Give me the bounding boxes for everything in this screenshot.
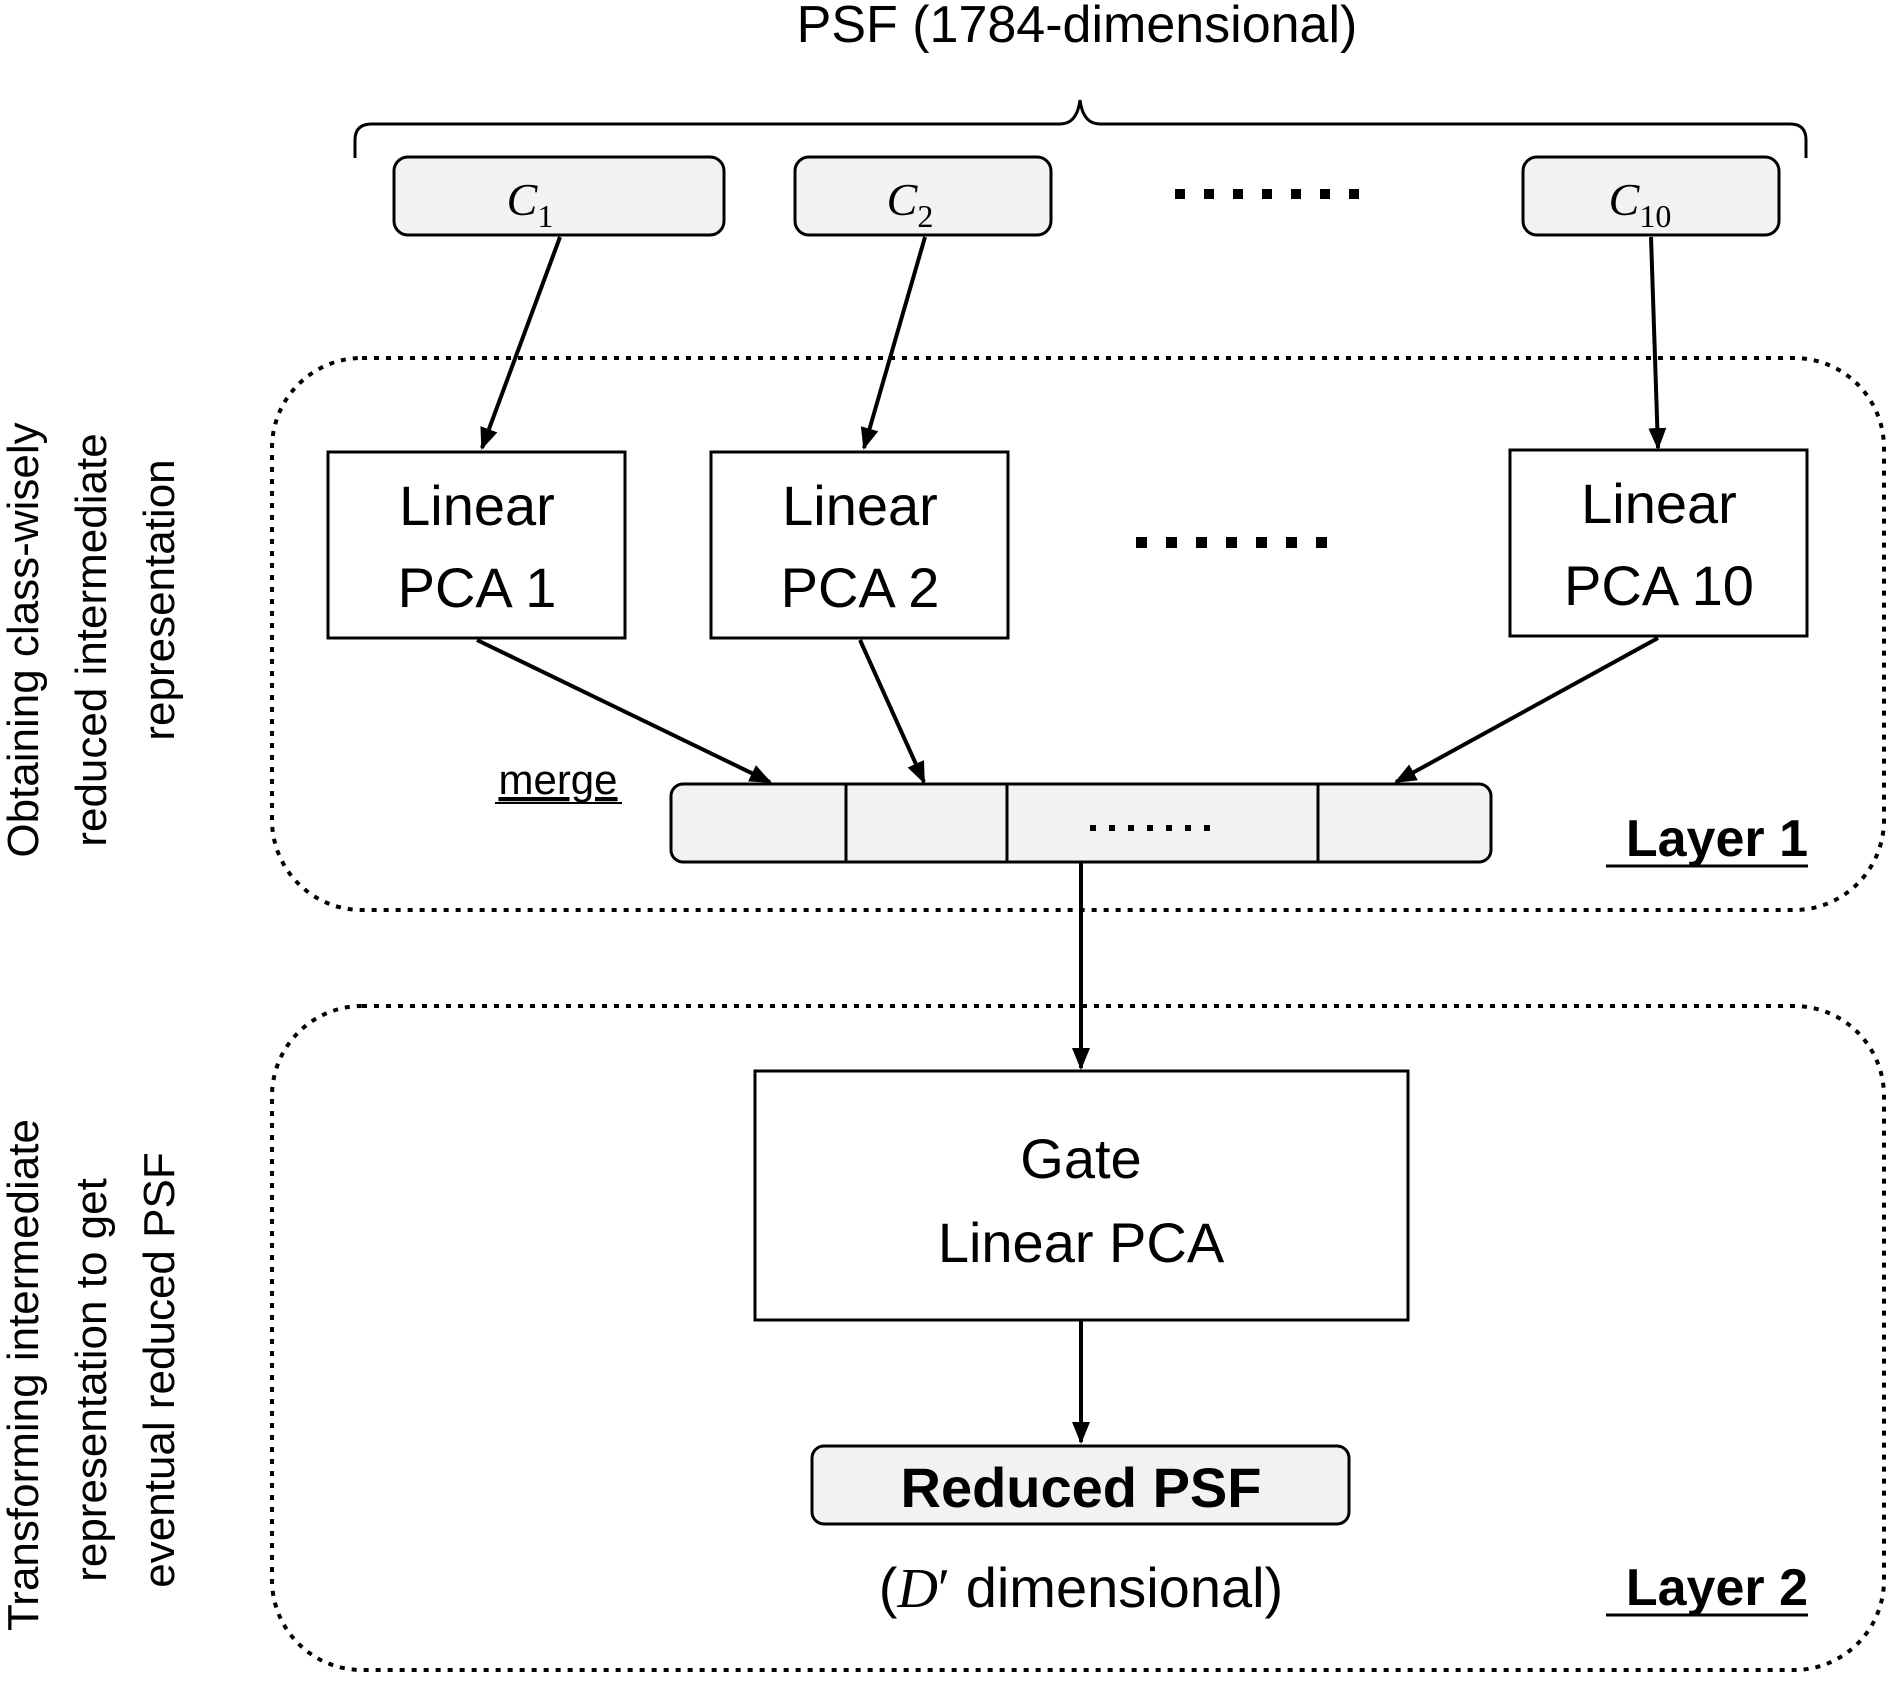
class-c1-sub: 1	[537, 198, 553, 234]
pca-box-1-line1: Linear	[399, 474, 555, 537]
layer1-label: Layer 1	[1626, 810, 1808, 868]
layer2-side-line1: Transforming intermediate	[0, 1119, 48, 1631]
pca-box-2: Linear PCA 2	[709, 450, 1010, 640]
pca-box-10-line2: PCA 10	[1564, 554, 1754, 617]
pca-box-1-line2: PCA 1	[398, 556, 557, 619]
layer1-side-label: Obtaining class-wisely reduced intermedi…	[0, 422, 184, 857]
layer2-side-label: Transforming intermediate representation…	[0, 1119, 184, 1631]
output-dim-open: (	[879, 1556, 898, 1619]
pca-box-10: Linear PCA 10	[1508, 448, 1809, 638]
svg-text:C10: C10	[1609, 174, 1672, 234]
pca-box-1: Linear PCA 1	[326, 450, 627, 640]
layer2-side-line3: eventual reduced PSF	[135, 1152, 184, 1587]
reduced-psf-label: Reduced PSF	[901, 1456, 1262, 1519]
class-box-c2: C2	[793, 155, 1053, 237]
class-box-c10: C10	[1521, 155, 1781, 237]
class-ellipsis	[1175, 189, 1359, 199]
arrow-pca10-to-merge	[1394, 636, 1659, 784]
class-c1-base: C	[507, 174, 539, 225]
output-dim-symbol: D	[896, 1558, 937, 1620]
svg-text:C2: C2	[887, 174, 934, 234]
output-dimension: (D′ dimensional)	[879, 1556, 1283, 1620]
class-c2-sub: 2	[917, 198, 933, 234]
arrow-pca1-to-merge	[476, 638, 772, 784]
layer1-side-line3: representation	[135, 459, 184, 740]
merge-bar	[669, 782, 1493, 864]
class-c10-base: C	[1609, 174, 1641, 225]
gate-linear-pca-box: Gate Linear PCA	[753, 1069, 1410, 1322]
layer2-side-line2: representation to get	[67, 1178, 116, 1582]
pca-box-2-line1: Linear	[782, 474, 938, 537]
arrow-c10-to-pca10	[1648, 236, 1667, 450]
layer2-container	[270, 1004, 1886, 1672]
output-dim-text: dimensional)	[950, 1556, 1283, 1619]
arrow-c1-to-pca1	[480, 236, 562, 450]
layer1-side-line1: Obtaining class-wisely	[0, 422, 48, 857]
pca-box-2-line2: PCA 2	[781, 556, 940, 619]
class-box-c1: C1	[392, 155, 726, 237]
reduced-psf-box: Reduced PSF	[810, 1444, 1351, 1526]
class-c10-sub: 10	[1639, 198, 1671, 234]
top-curly-brace	[353, 99, 1808, 158]
arrow-c2-to-pca2	[860, 236, 927, 450]
merge-ellipsis	[1090, 825, 1210, 831]
class-c2-base: C	[887, 174, 919, 225]
arrow-pca2-to-merge	[858, 639, 926, 784]
svg-text:C1: C1	[507, 174, 554, 234]
pca-ellipsis	[1136, 537, 1327, 548]
gate-line1: Gate	[1020, 1127, 1141, 1190]
pca-box-10-line1: Linear	[1581, 472, 1737, 535]
gate-line2: Linear PCA	[938, 1211, 1225, 1274]
diagram-title: PSF (1784-dimensional)	[797, 0, 1358, 54]
layer1-side-line2: reduced intermediate	[67, 433, 116, 846]
output-dim-prime: ′	[938, 1558, 950, 1620]
layer2-label: Layer 2	[1626, 1559, 1808, 1617]
merge-label: merge	[498, 756, 617, 803]
